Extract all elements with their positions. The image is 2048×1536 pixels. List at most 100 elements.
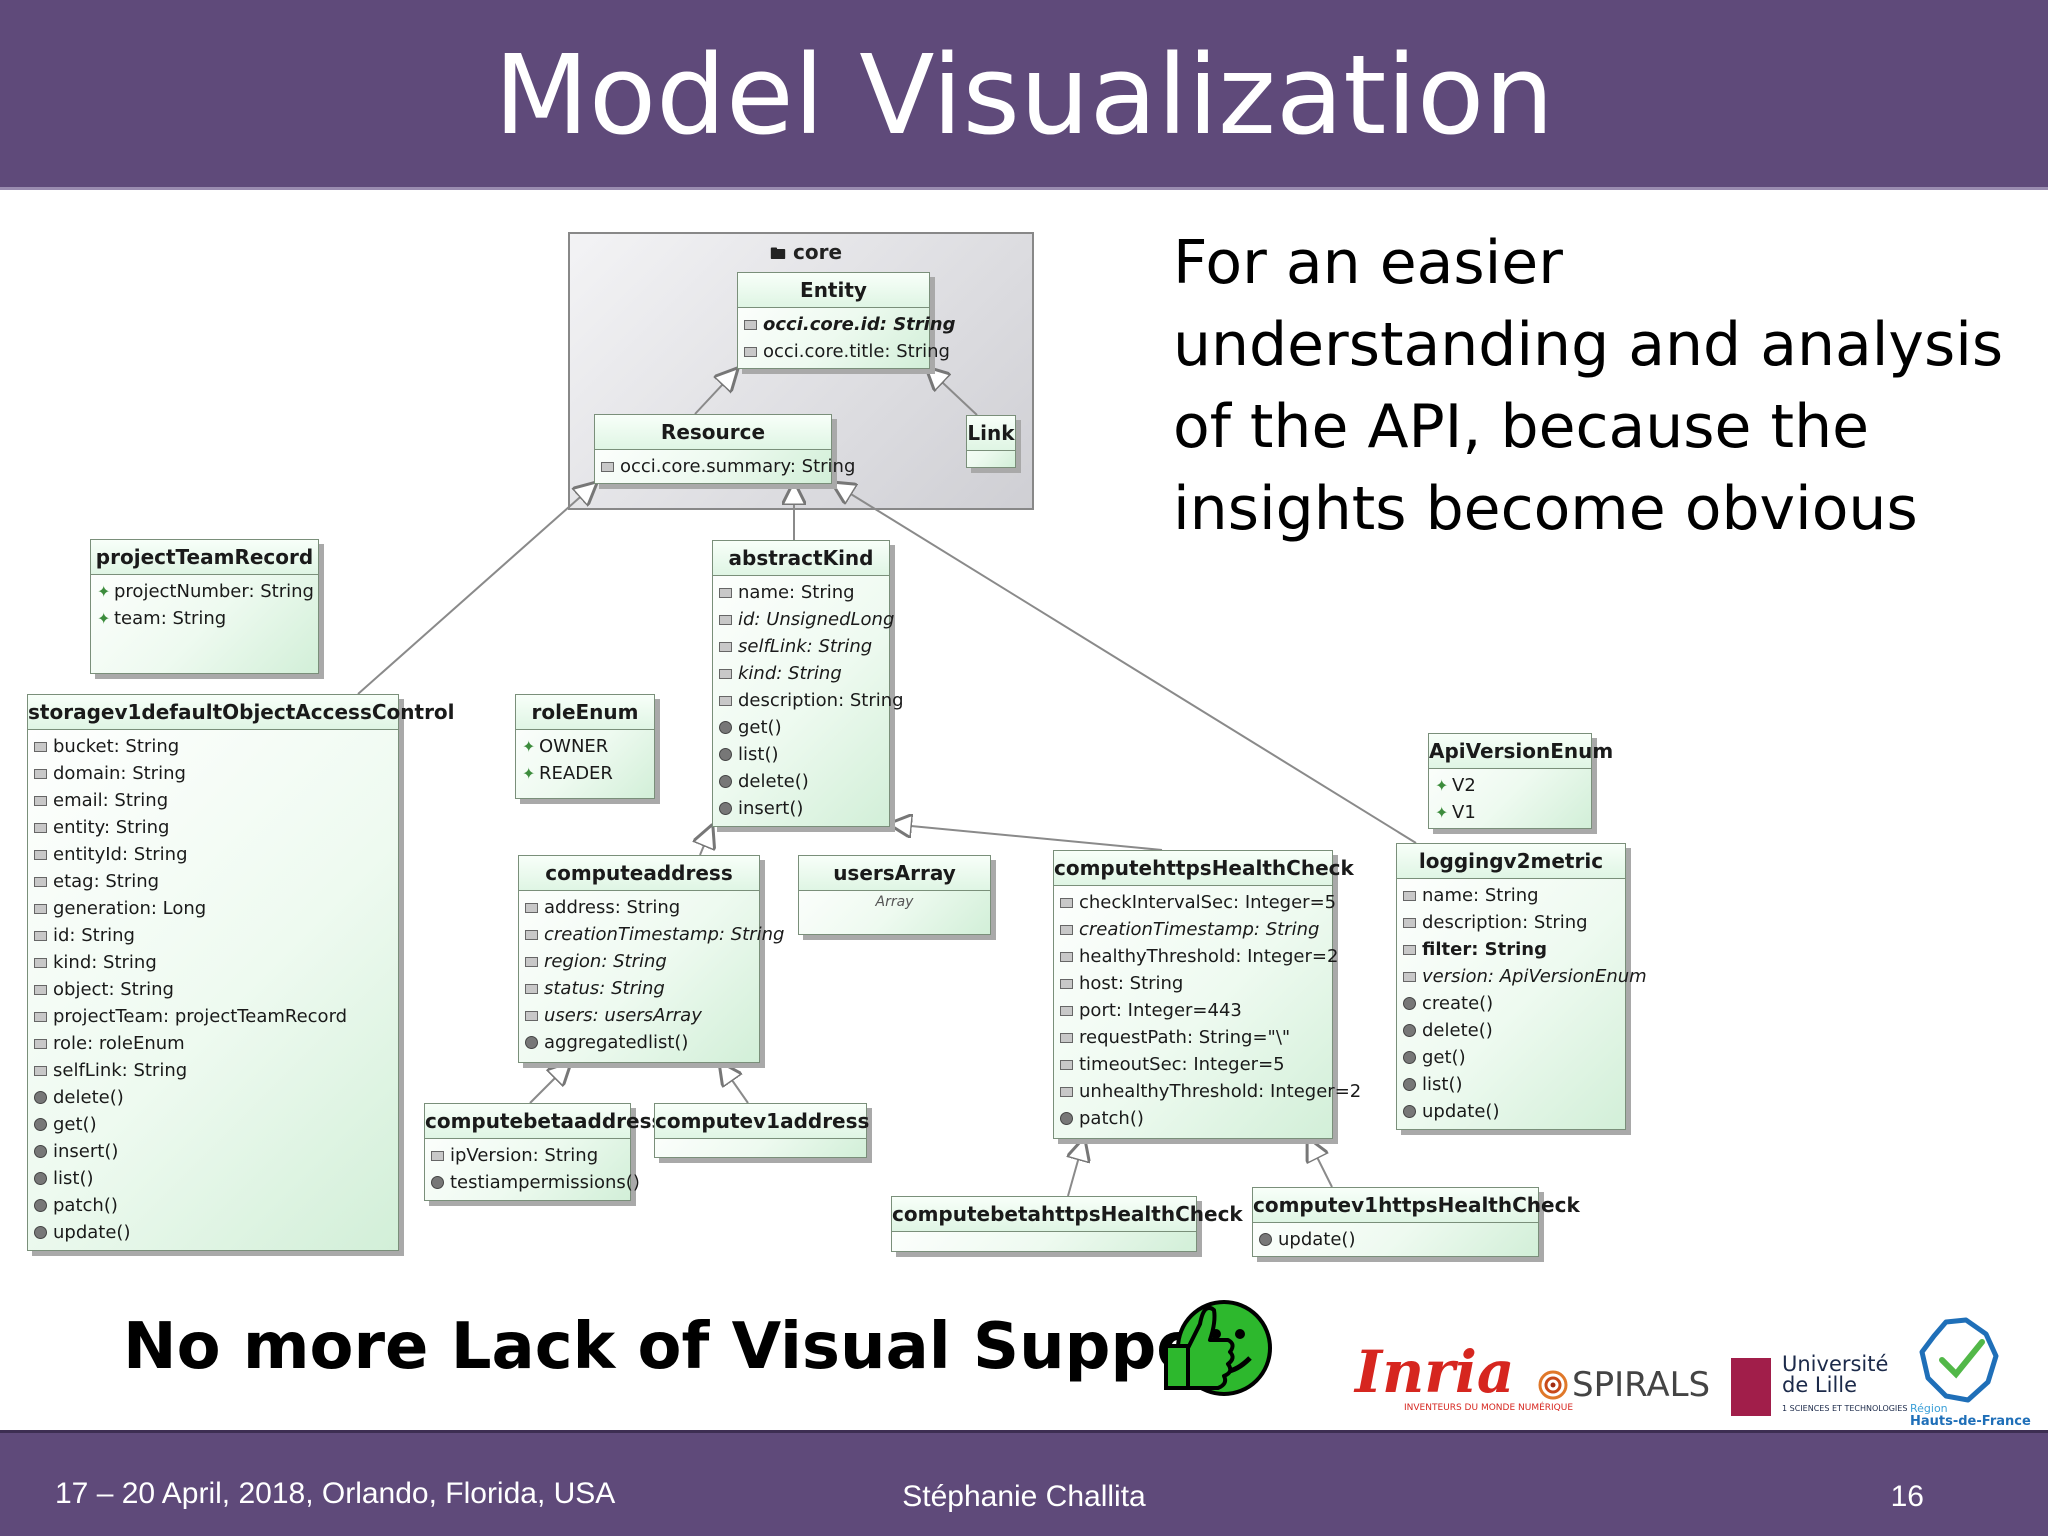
member-text: OWNER [539, 736, 609, 757]
member-text: testiampermissions() [450, 1172, 640, 1193]
member-text: READER [539, 763, 613, 784]
member-text: name: String [1422, 885, 1539, 906]
class-name: computebetaaddress [425, 1104, 663, 1139]
attribute-icon [1060, 924, 1073, 935]
class-attribute: kind: String [34, 949, 394, 976]
member-text: ipVersion: String [450, 1145, 599, 1166]
attribute-icon [1403, 890, 1416, 901]
enum-literal: ✦projectNumber: String [97, 578, 314, 605]
class-attribute: description: String [719, 687, 904, 714]
attribute-icon [525, 902, 538, 913]
attribute-icon [34, 1065, 47, 1076]
gen-computev1-computeaddress [720, 1063, 749, 1104]
class-members: update() [1253, 1223, 1538, 1257]
member-text: generation: Long [53, 898, 207, 919]
member-text: object: String [53, 979, 174, 1000]
footer-divider [0, 1430, 2048, 1433]
gen-computehttps-abstractkind [890, 824, 1163, 851]
operation-icon [719, 802, 732, 815]
slide-title: Model Visualization [493, 31, 1555, 159]
folder-icon: 🖿 [770, 244, 787, 263]
attribute-icon [719, 614, 732, 625]
literal-icon: ✦ [1435, 803, 1449, 822]
package-name: core [792, 240, 843, 264]
class-operation: list() [34, 1165, 394, 1192]
gen-storage-resource [357, 483, 596, 695]
class-computebetaaddress[interactable]: computebetaaddress ipVersion: String testi… [424, 1103, 663, 1201]
member-text: aggregatedlist() [544, 1032, 689, 1053]
class-attribute: name: String [1403, 882, 1621, 909]
class-attribute: creationTimestamp: String [1060, 916, 1328, 943]
class-operation: update() [1403, 1098, 1621, 1125]
member-text: address: String [544, 897, 681, 918]
member-text: timeoutSec: Integer=5 [1079, 1054, 1285, 1075]
gen-resource-entity [694, 369, 737, 415]
class-attribute: occi.core.id: String [744, 311, 956, 338]
member-text: filter: String [1422, 939, 1547, 960]
class-computev1address[interactable]: computev1address [654, 1103, 869, 1158]
member-text: description: String [1422, 912, 1588, 933]
class-attribute: status: String [525, 975, 755, 1002]
attribute-icon [1403, 944, 1416, 955]
attribute-icon [744, 346, 757, 357]
description-text: For an easier understanding and analysis… [1173, 228, 2004, 544]
region-logo-line1: Région [1910, 1402, 1948, 1415]
class-operation: get() [34, 1111, 394, 1138]
class-operation: list() [1403, 1071, 1621, 1098]
class-apiversionenum[interactable]: ApiVersionEnum✦V2✦V1 [1428, 733, 1613, 829]
class-roleenum[interactable]: roleEnum✦OWNER✦READER [515, 694, 655, 799]
class-attribute: host: String [1060, 970, 1328, 997]
member-text: domain: String [53, 763, 186, 784]
member-text: id: String [53, 925, 135, 946]
spirals-logo: SPIRALS [1572, 1365, 1710, 1405]
slide-footer: 17 – 20 April, 2018, Orlando, Florida, U… [0, 1430, 2048, 1536]
member-text: healthyThreshold: Integer=2 [1079, 946, 1339, 967]
member-text: email: String [53, 790, 169, 811]
region-logo-line2: Hauts-de-France [1910, 1414, 2031, 1429]
attribute-icon [1060, 897, 1073, 908]
class-attribute: healthyThreshold: Integer=2 [1060, 943, 1338, 970]
tagline: No more Lack of Visual Support [123, 1310, 1263, 1384]
attribute-icon [1060, 1086, 1073, 1097]
class-loggingv2metric[interactable]: loggingv2metric name: String description: … [1396, 843, 1647, 1130]
member-text: patch() [53, 1195, 118, 1216]
class-link[interactable]: Link [966, 415, 1016, 468]
class-projectteamrecord[interactable]: projectTeamRecord✦projectNumber: String✦… [90, 539, 319, 674]
attribute-icon [34, 1038, 47, 1049]
class-operation: insert() [719, 795, 885, 822]
class-name: Link [967, 416, 1015, 451]
gen-computev1https-computehttps [1308, 1139, 1333, 1188]
class-operation: aggregatedlist() [525, 1029, 755, 1056]
class-operation: delete() [719, 768, 885, 795]
ulille-line1: Université [1782, 1352, 1889, 1376]
operation-icon [719, 775, 732, 788]
class-attribute: entity: String [34, 814, 394, 841]
member-text: kind: String [53, 952, 157, 973]
gen-link-entity [927, 368, 978, 416]
class-attribute: selfLink: String [719, 633, 885, 660]
class-name: computebetahttpsHealthCheck [892, 1197, 1243, 1232]
attribute-icon [34, 768, 47, 779]
class-attribute: description: String [1403, 909, 1621, 936]
ulille-logo: Université de Lille [1782, 1354, 1888, 1396]
member-text: occi.core.id: String [763, 314, 956, 335]
member-text: get() [1422, 1047, 1466, 1068]
inria-logo-subtitle: INVENTEURS DU MONDE NUMÉRIQUE [1404, 1403, 1574, 1413]
header-divider [0, 187, 2048, 190]
operation-icon [34, 1199, 47, 1212]
class-attribute: bucket: String [34, 733, 394, 760]
class-computebetahttpshealthcheck[interactable]: computebetahttpsHealthCheck [891, 1196, 1243, 1252]
class-name: loggingv2metric [1397, 844, 1625, 879]
spirals-logo-text: SPIRALS [1572, 1365, 1711, 1405]
member-text: users: usersArray [544, 1005, 702, 1026]
